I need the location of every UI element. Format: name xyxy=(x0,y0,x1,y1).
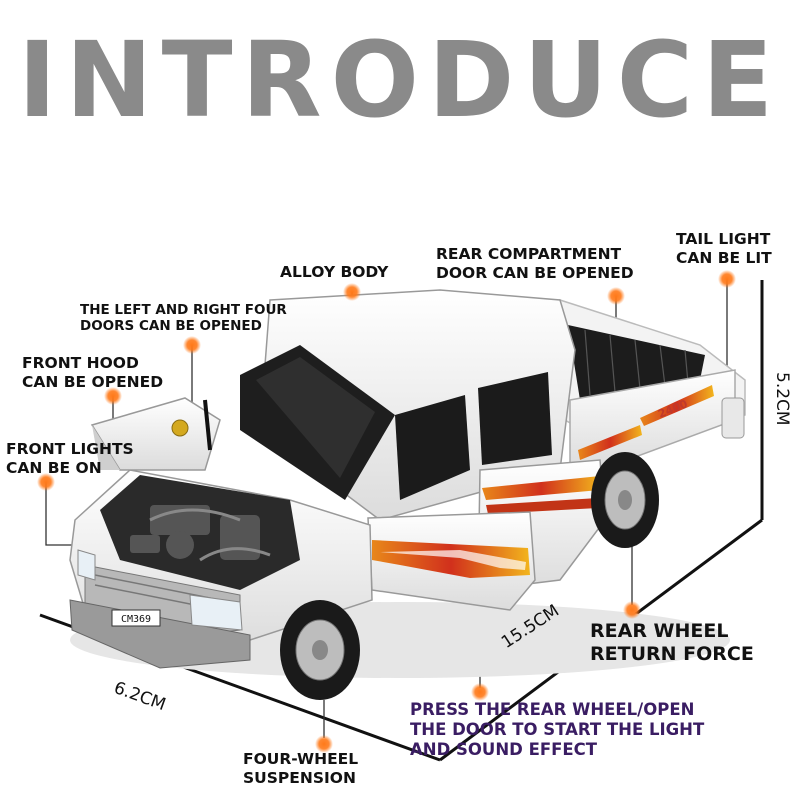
label-line: SUSPENSION xyxy=(243,768,356,787)
label-rear-wheel: REAR WHEEL RETURN FORCE xyxy=(590,620,754,666)
label-tail-light: TAIL LIGHT CAN BE LIT xyxy=(676,230,772,268)
label-line: THE LEFT AND RIGHT FOUR xyxy=(80,302,287,318)
label-line: FRONT HOOD xyxy=(22,354,139,372)
label-line: CAN BE OPENED xyxy=(22,372,164,391)
front-wheel xyxy=(280,600,360,700)
label-press-rear-wheel: PRESS THE REAR WHEEL/OPEN THE DOOR TO ST… xyxy=(410,700,704,760)
label-line: REAR COMPARTMENT xyxy=(436,245,622,263)
label-line: DOOR CAN BE OPENED xyxy=(436,263,634,282)
label-line: FOUR-WHEEL xyxy=(243,750,359,768)
rear-wheel xyxy=(591,452,659,548)
label-line: AND SOUND EFFECT xyxy=(410,740,598,760)
label-line: CAN BE LIT xyxy=(676,248,772,267)
label-front-hood: FRONT HOOD CAN BE OPENED xyxy=(22,354,163,392)
label-four-wheel: FOUR-WHEEL SUSPENSION xyxy=(243,750,358,788)
license-plate: CM369 xyxy=(121,614,151,625)
label-line: RETURN FORCE xyxy=(590,643,754,666)
callout-markers xyxy=(37,270,736,753)
label-front-lights: FRONT LIGHTS CAN BE ON xyxy=(6,440,134,478)
label-line: FRONT LIGHTS xyxy=(6,440,134,458)
label-line: TAIL LIGHT xyxy=(676,230,771,248)
label-line: DOORS CAN BE OPENED xyxy=(80,318,262,335)
label-alloy-body-text: ALLOY BODY xyxy=(280,263,389,281)
label-line: PRESS THE REAR WHEEL/OPEN xyxy=(410,700,695,719)
label-line: REAR WHEEL xyxy=(590,620,729,642)
label-line: CAN BE ON xyxy=(6,458,102,477)
label-alloy-body: ALLOY BODY xyxy=(280,263,388,282)
label-line: THE DOOR TO START THE LIGHT xyxy=(410,720,705,740)
label-four-doors: THE LEFT AND RIGHT FOUR DOORS CAN BE OPE… xyxy=(80,302,287,335)
dimension-height: 5.2CM xyxy=(772,372,792,426)
label-rear-compartment: REAR COMPARTMENT DOOR CAN BE OPENED xyxy=(436,245,634,283)
page-title: INTRODUCE xyxy=(17,19,783,141)
pickup-truck-model: 2400 xyxy=(69,289,746,700)
